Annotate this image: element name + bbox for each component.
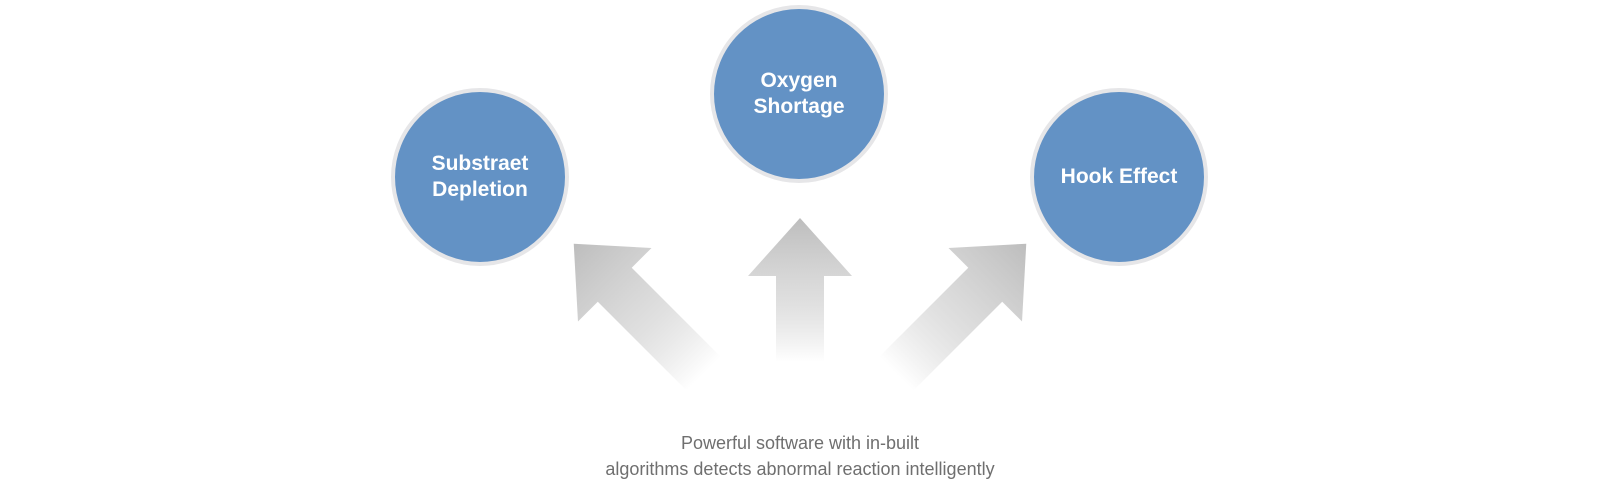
hook-effect-node: Hook Effect xyxy=(1030,88,1208,266)
oxygen-shortage-label: Oxygen Shortage xyxy=(753,69,845,118)
substrate-depletion-label: Substraet Depletion xyxy=(431,152,529,201)
caption-line-1: Powerful software with in-built xyxy=(680,433,920,453)
substrate-depletion-node: Substraet Depletion xyxy=(391,88,569,266)
hook-effect-label: Hook Effect xyxy=(1060,165,1178,188)
oxygen-shortage-node: Oxygen Shortage xyxy=(710,5,888,183)
arrow-up-center xyxy=(748,218,852,362)
caption-line-2: algorithms detects abnormal reaction int… xyxy=(605,459,995,479)
arrow-up-left xyxy=(573,243,721,391)
arrow-up-right xyxy=(879,243,1027,391)
caption: Powerful software with in-built algorith… xyxy=(0,430,1600,482)
